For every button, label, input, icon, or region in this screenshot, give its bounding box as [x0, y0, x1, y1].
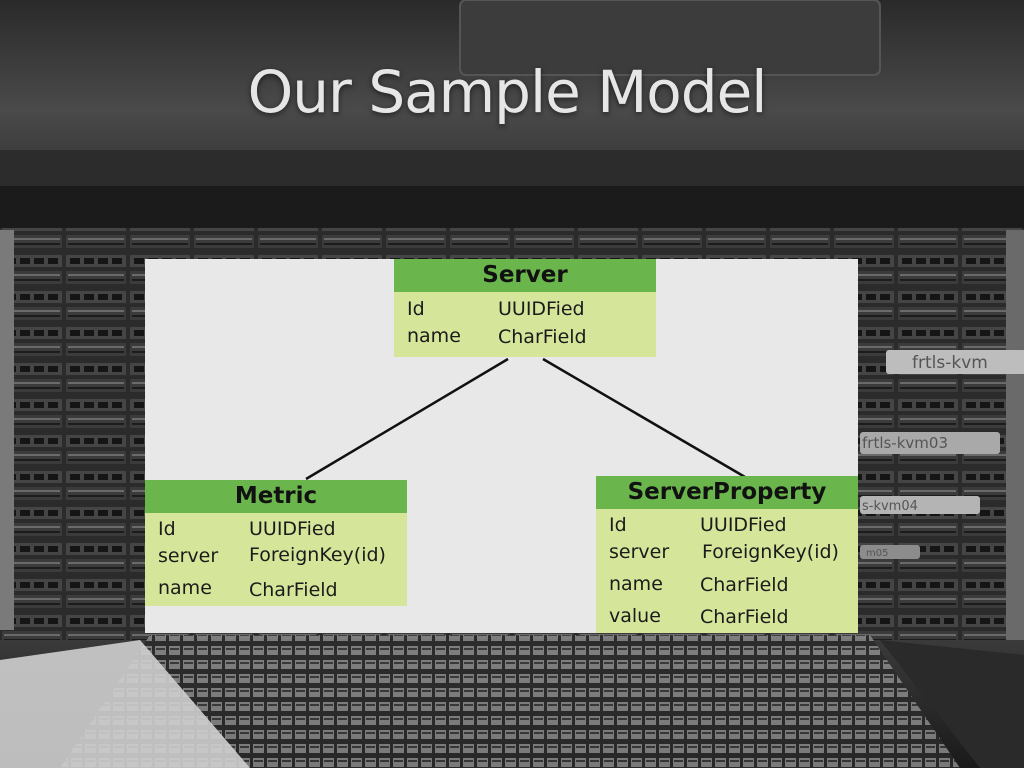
entity-metric-field-list: Id UUIDFied server ForeignKey(id) name C…: [145, 513, 407, 606]
entity-server-field-list: Id UUIDFied name CharField: [394, 292, 656, 357]
rack-label-4: m05: [866, 548, 888, 559]
entity-server: Server Id UUIDFied name CharField: [394, 259, 656, 357]
field-type: ForeignKey(id): [702, 541, 839, 563]
field-type: ForeignKey(id): [249, 544, 386, 566]
field-name: name: [158, 577, 212, 599]
field-name: name: [609, 573, 663, 595]
rack-label-2: frtls-kvm03: [862, 434, 948, 452]
entity-serverproperty-title: ServerProperty: [596, 476, 858, 509]
rack-label-1: frtls-kvm: [912, 353, 988, 373]
entity-metric-title: Metric: [145, 480, 407, 513]
field-type: CharField: [700, 606, 789, 628]
field-type: CharField: [498, 326, 587, 348]
field-name: server: [158, 545, 219, 567]
entity-metric: Metric Id UUIDFied server ForeignKey(id)…: [145, 480, 407, 606]
field-type: UUIDFied: [249, 518, 336, 540]
entity-metric-fields: Id UUIDFied server ForeignKey(id) name C…: [145, 513, 407, 606]
entity-serverproperty: ServerProperty Id UUIDFied server Foreig…: [596, 476, 858, 633]
field-name: Id: [158, 518, 176, 540]
entity-server-fields: Id UUIDFied name CharField: [394, 292, 656, 357]
slide-title: Our Sample Model: [247, 58, 768, 126]
field-name: server: [609, 541, 670, 563]
entity-serverproperty-fields: Id UUIDFied server ForeignKey(id) name C…: [596, 509, 858, 633]
field-type: UUIDFied: [700, 514, 787, 536]
field-name: name: [407, 325, 461, 347]
rack-label-3: s-kvm04: [862, 499, 918, 514]
field-name: Id: [407, 298, 425, 320]
entity-server-title: Server: [394, 259, 656, 292]
field-type: UUIDFied: [498, 298, 585, 320]
field-type: CharField: [700, 574, 789, 596]
field-name: Id: [609, 514, 627, 536]
field-type: CharField: [249, 579, 338, 601]
entity-serverproperty-field-list: Id UUIDFied server ForeignKey(id) name C…: [596, 509, 858, 633]
field-name: value: [609, 605, 661, 627]
